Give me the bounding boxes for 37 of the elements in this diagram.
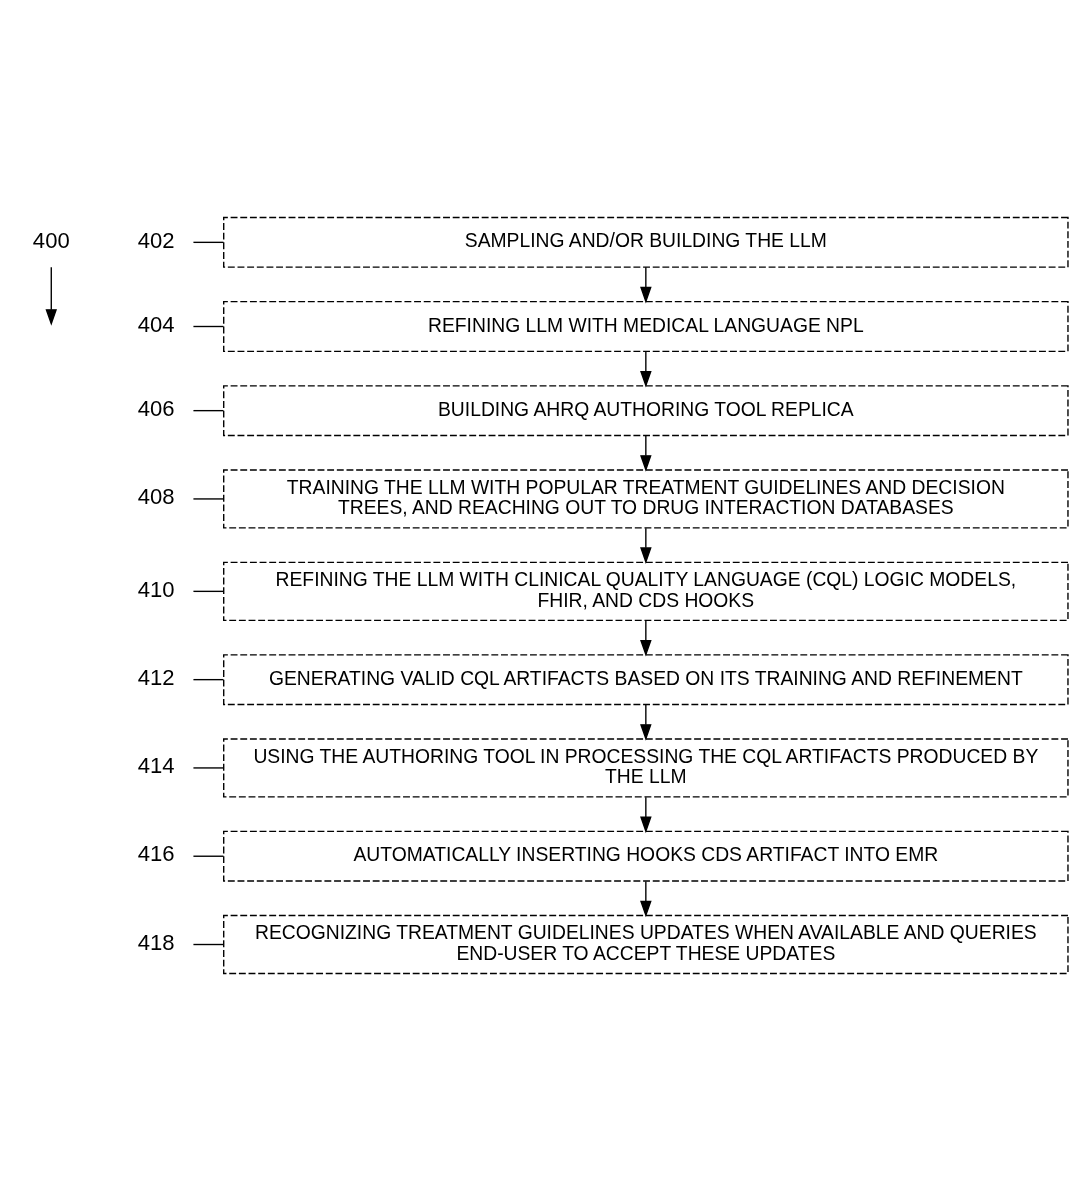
node-text: 400 — [32, 227, 70, 253]
node-text: 404 — [137, 311, 175, 337]
node-box: BUILDING AHRQ AUTHORING TOOL REPLICA — [223, 384, 1069, 436]
node-text: 414 — [137, 752, 175, 778]
node-text: 418 — [137, 929, 175, 955]
connector — [192, 241, 225, 243]
arrow — [640, 527, 652, 564]
arrow — [640, 434, 652, 472]
arrow — [640, 703, 652, 741]
node-text: 402 — [137, 227, 175, 253]
node-box: USING THE AUTHORING TOOL IN PROCESSING THE CQL ARTIFACTS PRODUCED BY THE LLM — [223, 737, 1069, 798]
connector — [192, 409, 225, 411]
node-box: SAMPLING AND/OR BUILDING THE LLM — [223, 216, 1069, 268]
connector — [192, 590, 225, 592]
arrow — [640, 619, 652, 657]
node-text: 410 — [137, 576, 175, 602]
node-text: 406 — [137, 395, 175, 421]
connector — [192, 497, 225, 500]
arrow — [640, 266, 652, 303]
node-box: REFINING THE LLM WITH CLINICAL QUALITY LANGUAGE (CQL) LOGIC MODELS, FHIR, AND CDS HOOKS — [223, 561, 1069, 621]
arrow — [640, 796, 652, 833]
connector — [192, 678, 225, 680]
node-text: 408 — [137, 483, 175, 509]
node-box: RECOGNIZING TREATMENT GUIDELINES UPDATES WHEN AVAILABLE AND QUERIES END-USER TO ACCEPT THESE UPDATES — [223, 914, 1069, 974]
node-box: AUTOMATICALLY INSERTING HOOKS CDS ARTIFACT INTO EMR — [223, 830, 1069, 882]
node-box: REFINING LLM WITH MEDICAL LANGUAGE NPL — [223, 300, 1069, 352]
node-text: 416 — [137, 840, 175, 866]
arrow — [640, 350, 652, 388]
arrow — [640, 880, 652, 917]
node-box: TRAINING THE LLM WITH POPULAR TREATMENT GUIDELINES AND DECISION TREES, AND REACHING OUT TO DRUG INTERACTION DATABASES — [223, 468, 1069, 529]
arrow — [45, 266, 58, 326]
connector — [192, 855, 225, 857]
node-text: 412 — [137, 664, 175, 690]
connector — [192, 325, 225, 327]
connector — [192, 943, 225, 945]
connector — [192, 766, 225, 769]
node-box: GENERATING VALID CQL ARTIFACTS BASED ON ITS TRAINING AND REFINEMENT — [223, 653, 1069, 705]
